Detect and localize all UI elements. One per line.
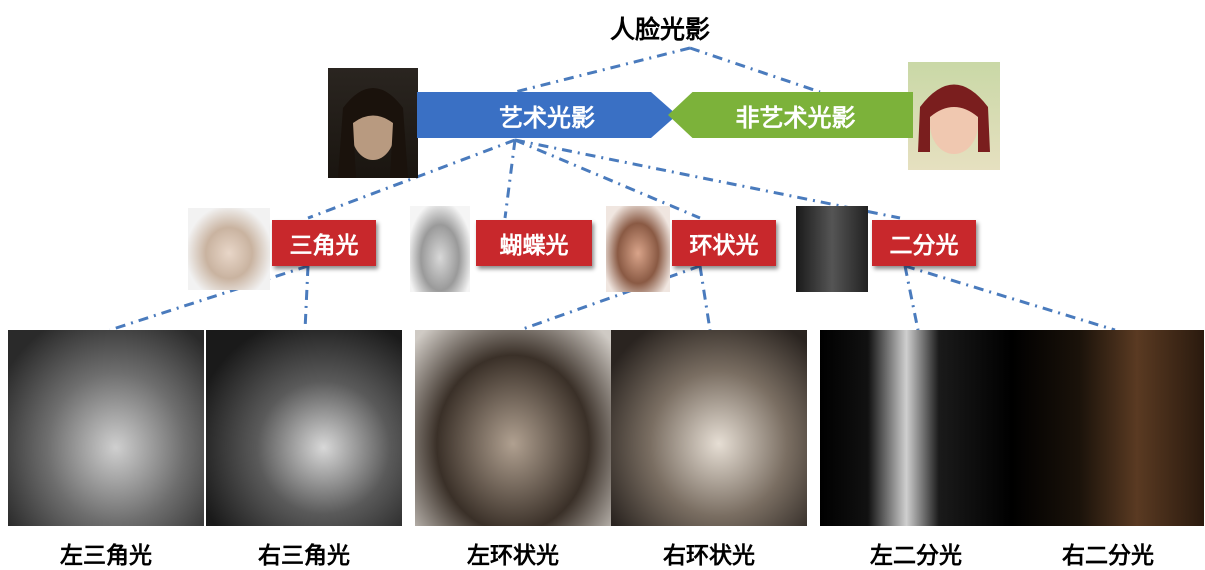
art-lighting-category: 艺术光影 bbox=[417, 92, 677, 138]
art-portrait-face bbox=[338, 88, 408, 178]
connector-title-art bbox=[514, 46, 691, 94]
connector-loop-right bbox=[698, 265, 712, 331]
loop-light-photo bbox=[606, 206, 670, 292]
type-butterfly-light: 蝴蝶光 bbox=[476, 220, 592, 266]
connector-art-loop bbox=[514, 138, 701, 220]
label-left-triangle: 左三角光 bbox=[60, 543, 152, 569]
right-split-photo bbox=[1012, 330, 1204, 526]
nonart-portrait-photo bbox=[908, 62, 1000, 170]
left-loop-photo bbox=[415, 330, 611, 526]
label-left-split: 左二分光 bbox=[870, 543, 962, 569]
type-triangle-light: 三角光 bbox=[272, 220, 376, 266]
nonart-portrait-face bbox=[918, 84, 990, 154]
butterfly-light-photo bbox=[410, 206, 470, 292]
label-left-loop: 左环状光 bbox=[467, 543, 559, 569]
connector-art-butterfly bbox=[503, 139, 517, 219]
right-loop-photo bbox=[611, 330, 807, 526]
type-split-light: 二分光 bbox=[872, 220, 976, 266]
connector-loop-left bbox=[519, 264, 701, 332]
label-right-loop: 右环状光 bbox=[663, 543, 755, 569]
connector-art-split bbox=[514, 138, 901, 220]
left-triangle-photo bbox=[8, 330, 204, 526]
connector-title-nonart bbox=[689, 46, 821, 94]
triangle-light-photo bbox=[188, 208, 270, 290]
split-light-photo bbox=[796, 206, 868, 292]
connector-triangle-right bbox=[303, 265, 310, 331]
connector-triangle-left bbox=[109, 264, 309, 332]
nonart-lighting-category: 非艺术光影 bbox=[668, 92, 913, 138]
label-right-triangle: 右三角光 bbox=[258, 543, 350, 569]
connector-split-right bbox=[904, 264, 1116, 332]
art-portrait-photo bbox=[328, 68, 418, 178]
right-triangle-photo bbox=[206, 330, 402, 526]
connector-split-left bbox=[903, 265, 920, 331]
label-right-split: 右二分光 bbox=[1062, 543, 1154, 569]
diagram-title: 人脸光影 bbox=[609, 15, 710, 44]
connector-art-triangle bbox=[307, 138, 516, 220]
left-split-photo bbox=[820, 330, 1012, 526]
type-loop-light: 环状光 bbox=[672, 220, 776, 266]
